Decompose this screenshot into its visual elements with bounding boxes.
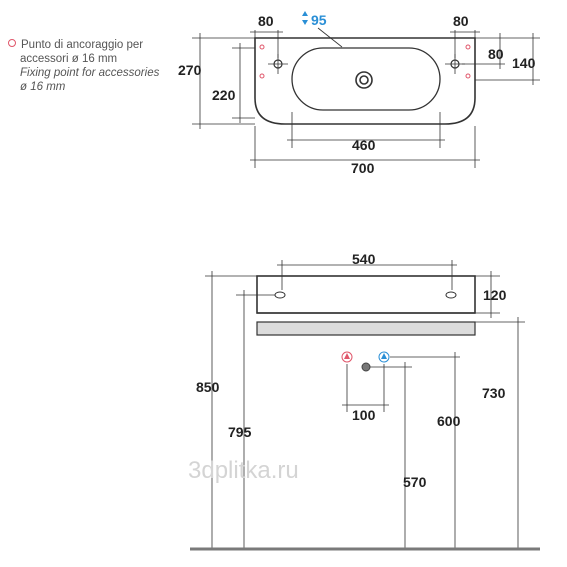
dim-270-label: 270 [178, 62, 202, 78]
drain-inner [359, 75, 369, 85]
dim-850-label: 850 [196, 379, 220, 395]
cold-water-marker [378, 351, 390, 363]
top-view [192, 27, 540, 168]
hole-diameter-icon [302, 11, 308, 25]
waste-outlet [361, 362, 371, 372]
legend-line-it-1: Punto di ancoraggio per [8, 38, 178, 52]
legend-line-en-2: ø 16 mm [20, 81, 66, 93]
drain-outer [355, 71, 373, 89]
legend-fixing-point: Punto di ancoraggio per accessori ø 16 m… [8, 38, 178, 94]
dim-100-label: 100 [352, 407, 376, 423]
legend-line-en-1: Fixing point for accessories [20, 67, 160, 79]
inner-bowl [291, 47, 441, 111]
hot-water-marker [341, 351, 353, 363]
basin-front-body [256, 275, 476, 314]
fixing-hole-front-right [445, 291, 457, 299]
dim-600-label: 600 [437, 413, 461, 429]
towel-rail [256, 321, 476, 336]
fixing-points-top [259, 44, 471, 79]
dim-460-label: 460 [352, 137, 376, 153]
fixing-point-marker [8, 39, 16, 47]
dim-795-label: 795 [228, 424, 252, 440]
dim-730-label: 730 [482, 385, 506, 401]
dim-120-label: 120 [483, 287, 507, 303]
legend-line-it-2: accessori ø 16 mm [20, 53, 118, 65]
front-view [256, 275, 476, 372]
dim-hole-label: 95 [311, 12, 327, 28]
fixing-hole-front-left [274, 291, 286, 299]
dim-140-label: 140 [512, 55, 536, 71]
watermark: 3dplitka.ru [188, 457, 299, 484]
dim-80-right-label: 80 [453, 13, 469, 29]
dim-700-label: 700 [351, 160, 375, 176]
dim-220-label: 220 [212, 87, 236, 103]
dim-570-label: 570 [403, 474, 427, 490]
dim-80-side-label: 80 [488, 46, 504, 62]
front-dimension-lines [205, 260, 525, 548]
basin-outline [254, 37, 476, 125]
dim-80-left-label: 80 [258, 13, 274, 29]
top-dimension-lines [192, 27, 540, 168]
dim-540-label: 540 [352, 251, 376, 267]
